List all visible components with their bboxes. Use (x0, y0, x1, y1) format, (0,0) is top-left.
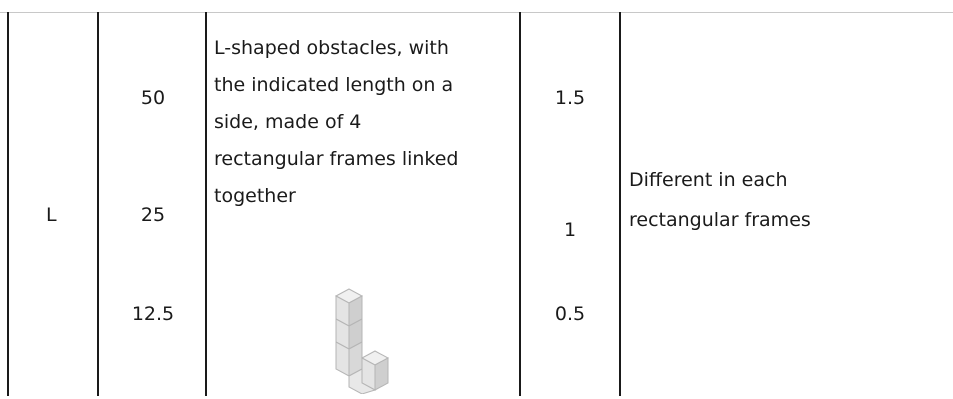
description-line: side, made of 4 (214, 111, 362, 133)
description-text: L-shaped obstacles, with the indicated l… (214, 30, 514, 215)
length-value-1: 50 (140, 87, 166, 109)
height-value-3: 0.5 (554, 303, 586, 325)
description-line: rectangular frames linked (214, 148, 459, 170)
table-top-rule (0, 12, 953, 13)
type-label: L (46, 204, 57, 226)
column-divider-4 (619, 12, 621, 396)
column-divider-1 (97, 12, 99, 396)
column-divider-left (7, 12, 9, 396)
length-value-3: 12.5 (131, 303, 175, 325)
column-divider-3 (519, 12, 521, 396)
description-line: together (214, 185, 296, 207)
column-divider-2 (205, 12, 207, 396)
l-shaped-block-stack-icon (332, 286, 398, 399)
height-value-1: 1.5 (554, 87, 586, 109)
description-line: the indicated length on a (214, 74, 454, 96)
note-text: Different in each rectangular frames (629, 160, 929, 240)
length-value-2: 25 (140, 204, 166, 226)
description-line: L-shaped obstacles, with (214, 37, 449, 59)
note-line: rectangular frames (629, 209, 811, 231)
height-value-2: 1 (563, 219, 577, 241)
note-line: Different in each (629, 169, 788, 191)
